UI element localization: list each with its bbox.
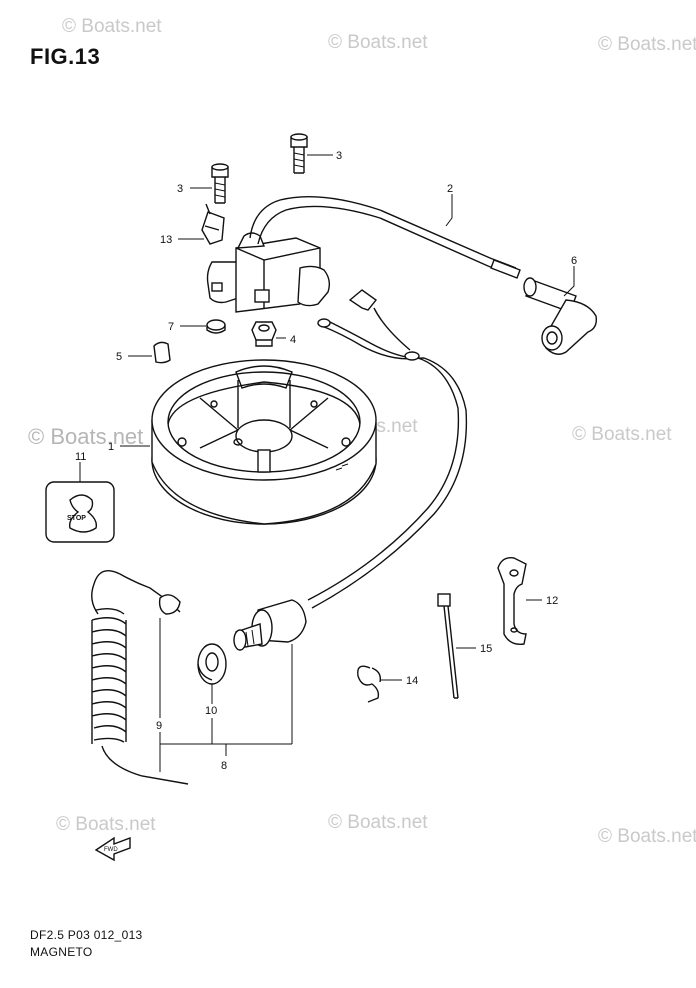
- watermark: © Boats.net: [328, 812, 428, 833]
- watermark: © Boats.net: [572, 424, 672, 445]
- callout-numbers: 1 2 3 3 4 5 6 7 8 9 10 11 12 13 14 15 ST…: [67, 150, 577, 772]
- callout-12: 12: [546, 595, 558, 607]
- watermark: © Boats.net: [28, 424, 144, 449]
- figure-title: FIG.13: [30, 44, 101, 69]
- callout-6: 6: [571, 255, 577, 267]
- stop-switch-cord-part-8: [233, 289, 468, 651]
- figure-code: DF2.5 P03 012_013: [30, 928, 143, 942]
- callout-11: 11: [75, 451, 86, 463]
- clamp-part-14: [357, 665, 382, 703]
- flywheel-part-1: [151, 359, 377, 525]
- callout-3: 3: [177, 183, 183, 195]
- stop-plate-part-11: [45, 481, 115, 543]
- bolt-part-3-upper: [290, 133, 308, 174]
- callout-13: 13: [160, 234, 172, 246]
- callout-4: 4: [290, 334, 296, 346]
- watermark: © Boats.net: [598, 826, 696, 847]
- ignition-coil: [206, 232, 331, 313]
- callout-10: 10: [205, 705, 217, 717]
- callout-14: 14: [406, 675, 418, 687]
- lanyard-part-9: [91, 570, 189, 785]
- callout-8: 8: [221, 760, 227, 772]
- watermark: © Boats.net: [56, 814, 156, 835]
- key-part-5: [153, 341, 171, 364]
- callout-1: 1: [108, 441, 114, 453]
- callout-9: 9: [156, 720, 162, 732]
- leader-lines: [79, 154, 575, 772]
- callout-5: 5: [116, 351, 122, 363]
- stop-label: STOP: [67, 515, 86, 522]
- callout-2: 2: [447, 183, 453, 195]
- callout-3: 3: [336, 150, 342, 162]
- callout-7: 7: [168, 321, 174, 333]
- high-tension-cord-part-2: [249, 195, 521, 279]
- fwd-label: FWD: [104, 847, 118, 853]
- watermark: © Boats.net: [598, 34, 696, 55]
- clip-part-13: [201, 203, 225, 245]
- washer-part-7: [206, 319, 226, 334]
- plug-cap-part-6: [523, 277, 598, 355]
- bracket-part-12: [497, 557, 527, 645]
- fwd-arrow-icon: FWD: [94, 836, 131, 862]
- cable-tie-part-15: [437, 593, 459, 699]
- grommet-part-10: [197, 643, 227, 685]
- watermark: © Boats.net: [62, 16, 162, 37]
- bolt-part-3-lower: [211, 163, 229, 204]
- nut-part-4: [251, 321, 277, 347]
- callout-15: 15: [480, 643, 492, 655]
- watermark: © Boats.net: [328, 32, 428, 53]
- figure-name: MAGNETO: [30, 945, 93, 959]
